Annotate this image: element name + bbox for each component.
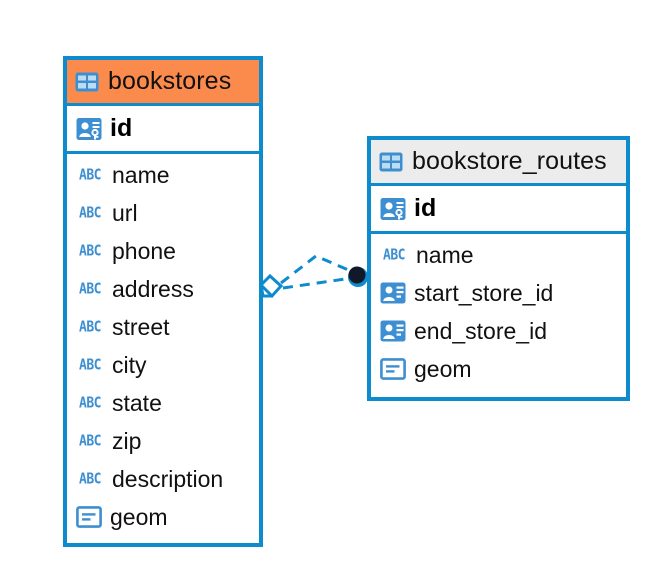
column-row-street[interactable]: ABC street xyxy=(67,308,259,346)
geometry-type-icon xyxy=(76,506,102,528)
column-label: zip xyxy=(112,427,142,454)
entity-header-bookstores[interactable]: bookstores xyxy=(67,60,259,106)
column-row-name[interactable]: ABC name xyxy=(371,236,626,274)
column-label: phone xyxy=(112,237,176,264)
primary-key-icon xyxy=(380,197,406,221)
column-label: geom xyxy=(414,355,472,382)
entity-title: bookstores xyxy=(108,67,232,95)
entity-table-bookstores[interactable]: bookstores id ABC name xyxy=(63,56,263,547)
column-label: geom xyxy=(110,503,168,530)
column-row-id[interactable]: id xyxy=(67,106,259,154)
column-row-city[interactable]: ABC city xyxy=(67,346,259,384)
column-row-address[interactable]: ABC address xyxy=(67,270,259,308)
table-icon xyxy=(379,152,403,172)
geometry-type-icon xyxy=(380,358,406,380)
column-row-phone[interactable]: ABC phone xyxy=(67,232,259,270)
entity-title: bookstore_routes xyxy=(412,147,607,175)
text-type-icon: ABC xyxy=(79,318,101,336)
text-type-icon: ABC xyxy=(79,166,101,184)
column-list-bookstores: ABC name ABC url ABC phone ABC address A… xyxy=(67,154,259,540)
column-label: city xyxy=(112,351,147,378)
column-row-url[interactable]: ABC url xyxy=(67,194,259,232)
text-type-icon: ABC xyxy=(79,432,101,450)
column-label: state xyxy=(112,389,162,416)
column-label: address xyxy=(112,275,194,302)
text-type-icon: ABC xyxy=(79,204,101,222)
entity-table-bookstore-routes[interactable]: bookstore_routes id ABC name xyxy=(367,136,630,401)
column-row-state[interactable]: ABC state xyxy=(67,384,259,422)
column-label: id xyxy=(414,194,437,222)
column-label: start_store_id xyxy=(414,279,554,306)
relationship-line-start-store-id xyxy=(282,276,353,290)
column-row-end-store-id[interactable]: end_store_id xyxy=(371,312,626,350)
column-row-id[interactable]: id xyxy=(371,186,626,234)
column-row-name[interactable]: ABC name xyxy=(67,156,259,194)
entity-header-bookstore-routes[interactable]: bookstore_routes xyxy=(371,140,626,186)
relationship-endpoint-circle xyxy=(348,266,368,287)
text-type-icon: ABC xyxy=(79,394,101,412)
column-row-description[interactable]: ABC description xyxy=(67,460,259,498)
column-label: name xyxy=(112,161,170,188)
column-label: end_store_id xyxy=(414,317,547,344)
column-label: name xyxy=(416,241,474,268)
relationship-endpoint-diamond xyxy=(258,273,284,299)
text-type-icon: ABC xyxy=(79,242,101,260)
foreign-key-icon xyxy=(380,320,406,342)
column-label: description xyxy=(112,465,224,492)
text-type-icon: ABC xyxy=(383,246,405,264)
text-type-icon: ABC xyxy=(79,356,101,374)
column-list-bookstore-routes: ABC name start_store_id xyxy=(371,234,626,392)
foreign-key-icon xyxy=(380,282,406,304)
table-icon xyxy=(75,72,99,92)
column-row-zip[interactable]: ABC zip xyxy=(67,422,259,460)
relationship-line-end-store-id xyxy=(280,254,354,285)
column-row-geom[interactable]: geom xyxy=(371,350,626,388)
text-type-icon: ABC xyxy=(79,470,101,488)
primary-key-icon xyxy=(76,117,102,141)
column-label: street xyxy=(112,313,170,340)
column-row-geom[interactable]: geom xyxy=(67,498,259,536)
column-label: id xyxy=(110,114,133,142)
column-row-start-store-id[interactable]: start_store_id xyxy=(371,274,626,312)
column-label: url xyxy=(112,199,138,226)
text-type-icon: ABC xyxy=(79,280,101,298)
